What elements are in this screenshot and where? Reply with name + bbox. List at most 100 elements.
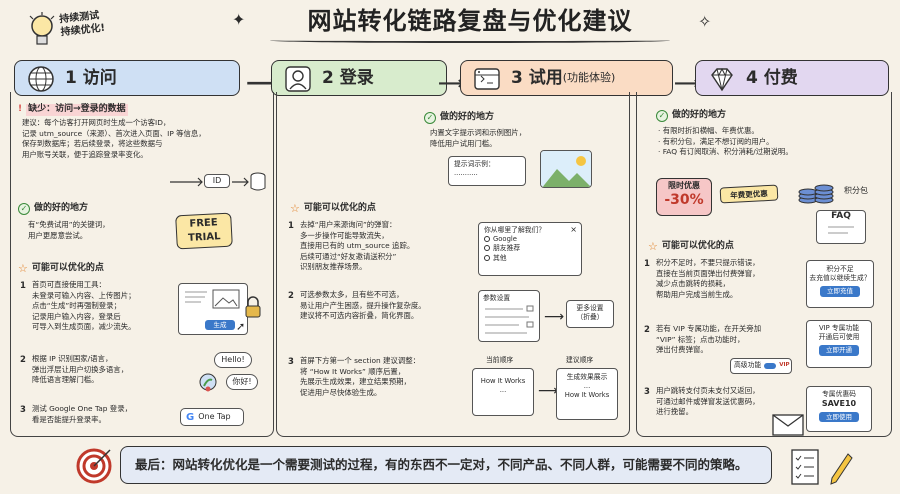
item-line: 可通过邮件或弹窗发送优惠码， [656, 396, 760, 406]
close-icon[interactable]: × [570, 225, 577, 234]
vip-card-line: 开通后可使用 [818, 333, 860, 342]
item-line: 识别朋友推荐场景。 [300, 262, 367, 272]
trial-good-line: 降低用户试用门槛。 [430, 138, 497, 148]
suggestion-line: 保存到数据库；若后续登录，将这些数据与 [22, 139, 163, 149]
current-order-box: How It Works ... [472, 368, 534, 416]
popup-option[interactable]: 其他 [484, 254, 576, 263]
stage-login: 2 登录 [271, 60, 447, 96]
pencil-icon [828, 452, 854, 486]
item-line: 用户跳转支付页未支付又返回， [656, 386, 760, 395]
checklist-icon [788, 446, 824, 488]
suggestion-text: 建议：每个访客打开网页时生成一个访客ID， 记录 utm_source（来源）、… [22, 118, 252, 160]
item-line: 看是否能提升登录率。 [32, 414, 106, 424]
item-line: 首屏下方第一个 section 建议调整： [300, 356, 421, 365]
toggle-switch[interactable] [764, 363, 777, 369]
radio-icon [484, 245, 490, 252]
item-line: 减少点击跳转的损耗， [656, 279, 730, 289]
arrow-icon: ⟶ [538, 383, 559, 399]
coupon-title: 专属优惠码 [822, 390, 856, 398]
item-line: 可选参数太多，且有些不可选， [300, 290, 404, 299]
one-tap-label: One Tap [198, 411, 231, 421]
item-line: “VIP” 标签；点击功能时， [656, 334, 745, 344]
pay-good-item: · 有积分包，满足不想订阅的用户。 [658, 136, 774, 146]
lightbulb-icon [28, 12, 56, 52]
prompt-label: 提示词示例： [454, 160, 495, 168]
suggestion-line: 记录 utm_source（来源）、首次进入页面、IP 等信息， [22, 128, 206, 138]
popup-option-label: Google [493, 235, 517, 244]
one-tap-button[interactable]: G One Tap [180, 408, 244, 426]
vip-open-button[interactable]: 立即开通 [819, 345, 859, 356]
arrow-icon: ⟶ [438, 73, 464, 94]
good-points-line: 有“免费试用”的关键词， [28, 220, 110, 229]
coupon-code: SAVE10 [821, 399, 857, 409]
stage-label: 登录 [339, 67, 374, 88]
item-number: 1 [644, 259, 650, 269]
gen-show-label: 生成效果展示 [566, 373, 608, 381]
advanced-toggle-row[interactable]: 高级功能 VIP [730, 358, 792, 374]
params-panel: 参数设置 [478, 290, 540, 342]
arrow-icon: ⟶ [544, 309, 565, 325]
faq-card: FAQ [816, 210, 866, 244]
pay-item: 3 用户跳转支付页未支付又返回， 可通过邮件或弹窗发送优惠码， 进行挽留。 [644, 386, 804, 418]
item-line: 首页可直接使用工具： [32, 280, 106, 289]
exclamation-icon: ! [18, 104, 23, 114]
faq-lines [828, 226, 854, 234]
item-number: 2 [288, 291, 294, 301]
discount-value: -30% [664, 192, 704, 209]
stage-sub: (功能体验) [562, 70, 616, 84]
how-it-works-label: How It Works [564, 391, 610, 400]
source-survey-popup: 你从哪里了解我们？ × Google 朋友推荐 其他 [478, 222, 582, 276]
pay-optimize-tag: ☆ 可能可以优化的点 [648, 240, 734, 254]
arrow-icon: ⟶ [674, 73, 700, 94]
use-coupon-button[interactable]: 立即使用 [819, 411, 859, 422]
popup-option[interactable]: 朋友推荐 [484, 244, 576, 253]
cursor-icon: ➚ [236, 320, 246, 333]
pay-optimize-title: 可能可以优化的点 [661, 241, 734, 252]
target-icon [74, 446, 114, 486]
suggested-order-box: 生成效果展示 ... How It Works [556, 368, 618, 420]
ellipsis: ... [499, 386, 507, 395]
free-trial-line: TRIAL [187, 231, 221, 244]
example-image-icon [540, 150, 592, 188]
pay-item: 1 积分不足时，不要只提示错误， 直接在当前页面弹出付费弹窗， 减少点击跳转的损… [644, 258, 804, 300]
pay-good-text: FAQ 有订阅取消、积分消耗/过期说明。 [662, 147, 793, 157]
pay-good-list: · 有限时折扣横幅、年费优惠。 · 有积分包，满足不想订阅的用户。 · FAQ … [658, 126, 793, 158]
item-line: 弹出付费弹窗。 [656, 345, 708, 355]
check-icon: ✓ [18, 203, 30, 215]
more-settings-collapsed[interactable]: 更多设置 （折叠） [566, 300, 614, 328]
envelope-icon [772, 414, 804, 436]
vip-tag: VIP [779, 362, 790, 369]
good-points-line: 用户更愿意尝试。 [28, 230, 88, 240]
recharge-button[interactable]: 立即充值 [820, 286, 860, 297]
how-it-works-label: How It Works [480, 377, 526, 385]
sparkle-icon: ✧ [698, 12, 712, 31]
current-order-label: 当前顺序 [486, 356, 514, 364]
insufficient-line: 去充值以继续生成？ [809, 274, 871, 283]
user-icon [285, 66, 311, 92]
map-pin-icon [198, 372, 218, 394]
google-icon: G [186, 411, 195, 423]
item-number: 3 [644, 387, 650, 397]
stage-number: 3 [511, 67, 523, 88]
advanced-label: 高级功能 [734, 361, 762, 370]
diamond-icon [711, 67, 733, 92]
item-number: 2 [20, 355, 26, 365]
popup-option[interactable]: Google [484, 235, 576, 244]
column-visit [10, 92, 274, 437]
yearly-offer-badge: 年费更优惠 [719, 184, 779, 204]
star-icon: ☆ [290, 202, 300, 215]
column-pay [636, 92, 892, 437]
more-settings-line: 更多设置 [576, 304, 604, 312]
pay-item: 2 若有 VIP 专属功能，在开关旁加 “VIP” 标签；点击功能时， 弹出付费… [644, 324, 804, 356]
missing-data-title: 缺少：访问→登录的数据 [26, 104, 128, 116]
limited-offer-badge: 限时优惠 -30% [656, 178, 712, 216]
page-title: 网站转化链路复盘与优化建议 [307, 7, 633, 35]
good-points-text: 有“免费试用”的关键词， 用户更愿意尝试。 [28, 220, 110, 241]
editor-mockup: 生成 [178, 283, 248, 335]
insufficient-points-popup: 积分不足 去充值以继续生成？ 立即充值 [806, 260, 874, 308]
stage-trial: 3 试用(功能体验) [460, 60, 673, 96]
item-line: 将 “How It Works” 顺序后置， [300, 366, 406, 376]
trial-good-title: 做的好的地方 [440, 112, 495, 123]
item-line: 直接在当前页面弹出付费弹窗， [656, 268, 760, 278]
generate-button[interactable]: 生成 [205, 320, 235, 331]
